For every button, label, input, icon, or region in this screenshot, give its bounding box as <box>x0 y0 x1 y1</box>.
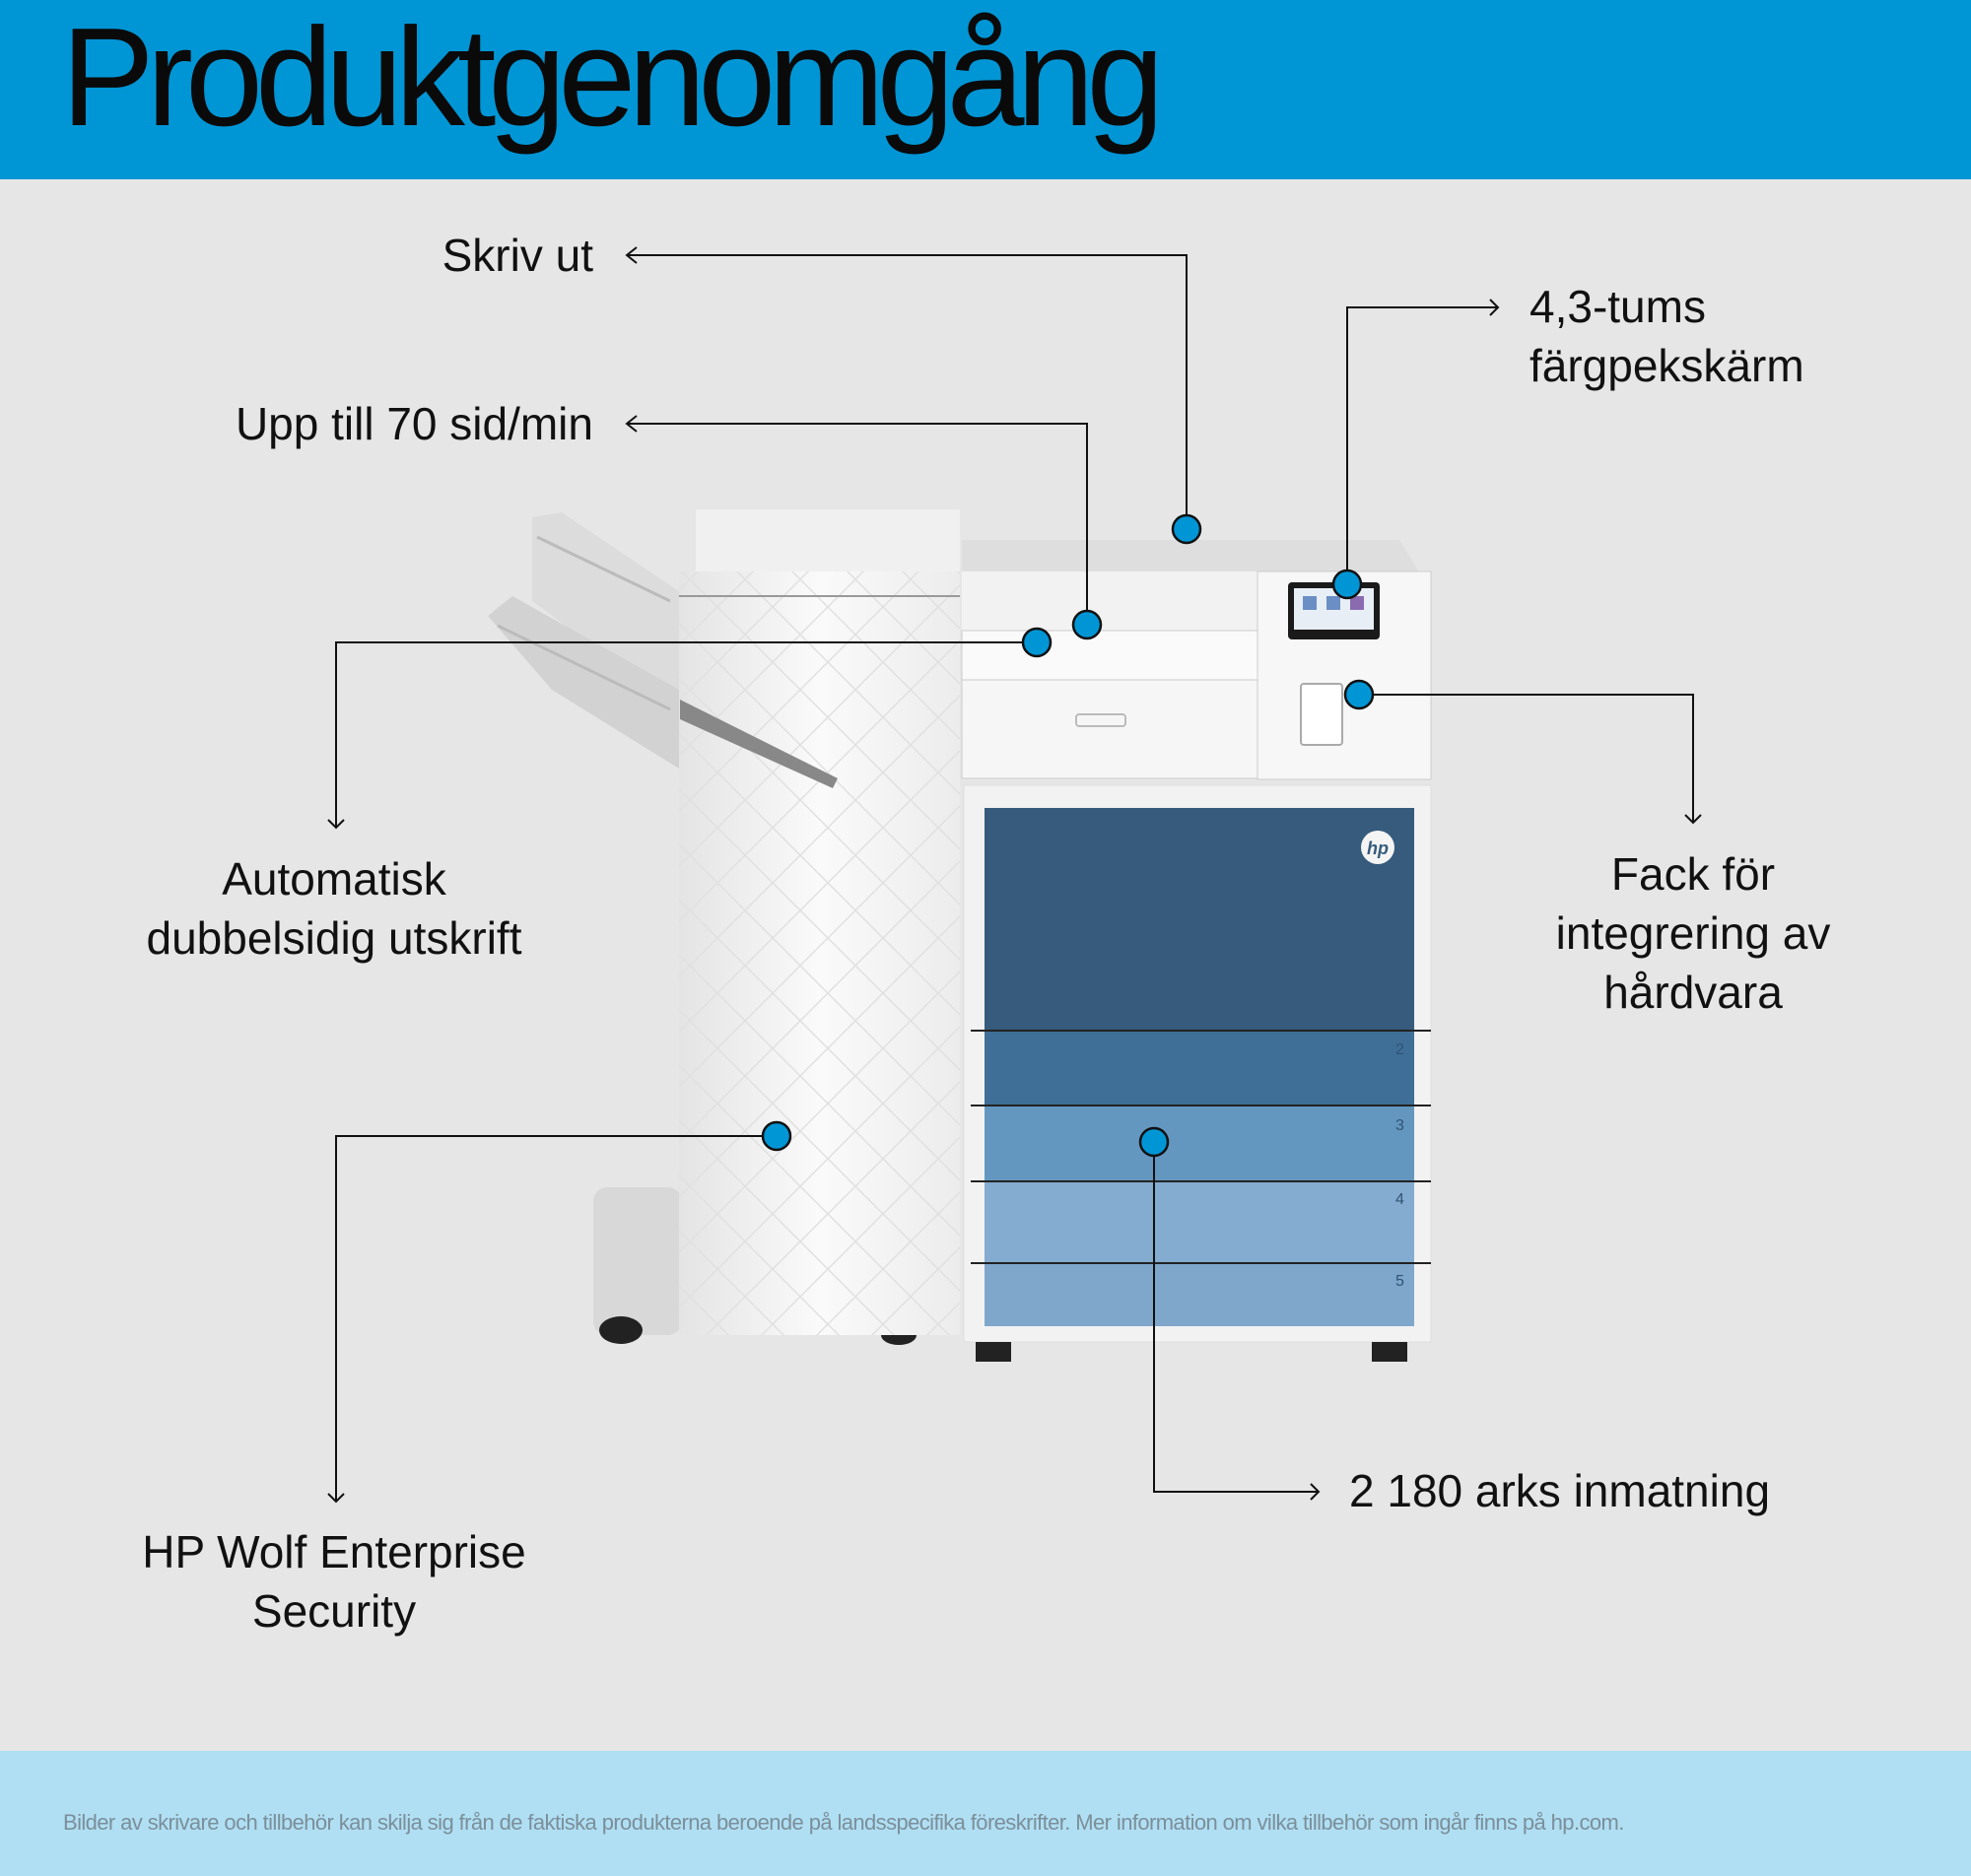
footer: Bilder av skrivare och tillbehör kan ski… <box>0 1751 1971 1876</box>
tray-numbers: 2 3 4 5 <box>1395 1041 1404 1290</box>
callout-input: 2 180 arks inmatning <box>1349 1465 1771 1516</box>
callout-touchscreen-line: färgpekskärm <box>1529 340 1804 391</box>
wheel <box>976 1342 1011 1362</box>
footer-disclaimer: Bilder av skrivare och tillbehör kan ski… <box>63 1810 1624 1835</box>
paper-trays-cabinet: 2 3 4 5 hp <box>963 784 1432 1362</box>
tray-number: 5 <box>1395 1273 1404 1290</box>
printer-engine <box>961 540 1432 780</box>
tray-number: 2 <box>1395 1041 1404 1058</box>
callout-dot-security[interactable] <box>761 1120 792 1152</box>
callout-lines <box>327 246 1702 1504</box>
tray-number: 4 <box>1395 1191 1404 1208</box>
callout-duplex: Automatisk dubbelsidig utskrift <box>147 849 522 968</box>
callout-hip-line: integrering av <box>1555 907 1831 959</box>
callout-speed: Upp till 70 sid/min <box>235 398 593 449</box>
callout-touchscreen-line: 4,3-tums <box>1529 281 1706 332</box>
hp-logo <box>1361 831 1394 864</box>
callout-dot-touchscreen[interactable] <box>1331 569 1363 600</box>
callout-touchscreen: 4,3-tums färgpekskärm <box>1529 277 1804 395</box>
page-title: Produktgenomgång <box>61 0 1164 156</box>
callout-security-line: Security <box>251 1585 417 1637</box>
finisher-output-trays <box>488 512 679 769</box>
hp-logo-text: hp <box>1367 838 1389 858</box>
callout-duplex-line: Automatisk <box>222 853 446 904</box>
callout-duplex-line: dubbelsidig utskrift <box>146 912 522 964</box>
hip-pocket <box>1300 683 1343 746</box>
callout-hip: Fack för integrering av hårdvara <box>1556 844 1831 1022</box>
callout-hip-line: Fack för <box>1610 848 1776 900</box>
callout-dot-input[interactable] <box>1138 1126 1170 1158</box>
callout-dot-duplex[interactable] <box>1021 627 1053 658</box>
callout-security: HP Wolf Enterprise Security <box>142 1522 525 1641</box>
callout-dot-print[interactable] <box>1171 513 1202 545</box>
callout-security-line: HP Wolf Enterprise <box>142 1526 526 1577</box>
wheel <box>599 1316 643 1344</box>
tray-number: 3 <box>1395 1117 1404 1134</box>
callout-dot-hip[interactable] <box>1343 679 1375 710</box>
callout-print: Skriv ut <box>442 230 593 281</box>
finisher-base <box>593 1187 682 1335</box>
wheel <box>1372 1342 1407 1362</box>
finisher <box>679 509 960 1335</box>
callout-hip-line: hårdvara <box>1603 967 1783 1018</box>
callout-dot-speed[interactable] <box>1071 609 1103 640</box>
header-banner: Produktgenomgång <box>0 0 1971 179</box>
